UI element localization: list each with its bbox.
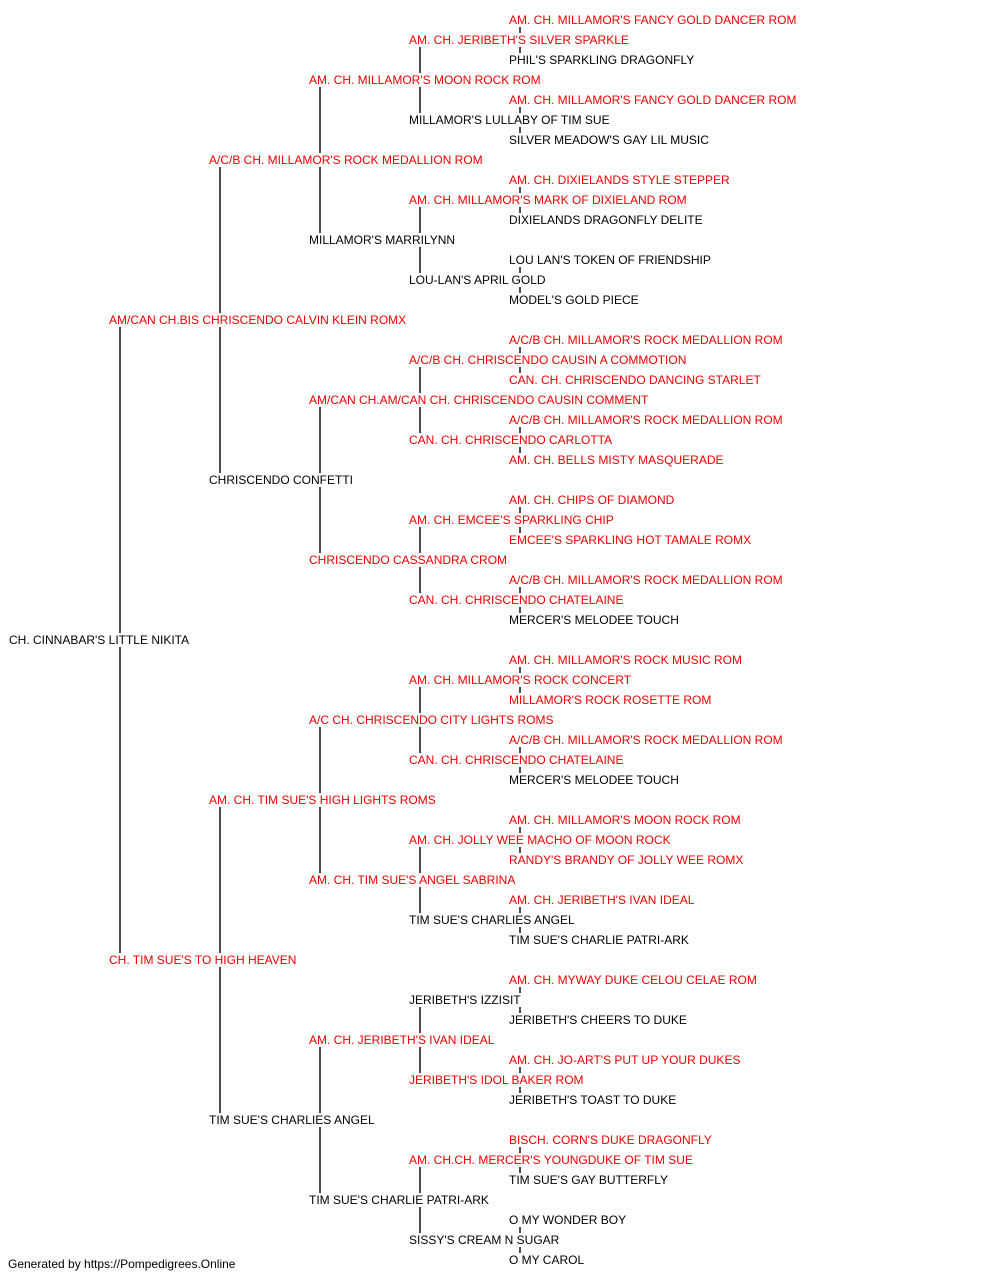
generated-by-footer: Generated by https://Pompedigrees.Online bbox=[8, 1257, 236, 1271]
undefined-sire-name: AM. CH. MILLAMOR'S FANCY GOLD DANCER ROM bbox=[508, 13, 798, 27]
great-great-grandparent-dam-name: CAN. CH. CHRISCENDO CHATELAINE bbox=[408, 593, 625, 607]
great-grandparent-sire-name: AM/CAN CH.AM/CAN CH. CHRISCENDO CAUSIN C… bbox=[308, 393, 650, 407]
undefined-sire-name: AM. CH. CHIPS OF DIAMOND bbox=[508, 493, 676, 507]
undefined-dam-name: EMCEE'S SPARKLING HOT TAMALE ROMX bbox=[508, 533, 753, 547]
undefined-sire-name: AM. CH. MILLAMOR'S MOON ROCK ROM bbox=[508, 813, 742, 827]
great-great-grandparent-sire-name: AM. CH. MILLAMOR'S MARK OF DIXIELAND ROM bbox=[408, 193, 688, 207]
undefined-sire-name: BISCH. CORN'S DUKE DRAGONFLY bbox=[508, 1133, 713, 1147]
undefined-dam-name: MERCER'S MELODEE TOUCH bbox=[508, 773, 680, 787]
undefined-dam-name: MILLAMOR'S ROCK ROSETTE ROM bbox=[508, 693, 713, 707]
great-great-grandparent-dam-name: MILLAMOR'S LULLABY OF TIM SUE bbox=[408, 113, 611, 127]
undefined-dam-name: PHIL'S SPARKLING DRAGONFLY bbox=[508, 53, 696, 67]
undefined-dam-name: MODEL'S GOLD PIECE bbox=[508, 293, 640, 307]
great-great-grandparent-dam-name: CAN. CH. CHRISCENDO CHATELAINE bbox=[408, 753, 625, 767]
undefined-sire-name: A/C/B CH. MILLAMOR'S ROCK MEDALLION ROM bbox=[508, 733, 784, 747]
grandparent-sire-name: A/C/B CH. MILLAMOR'S ROCK MEDALLION ROM bbox=[208, 153, 484, 167]
undefined-sire-name: A/C/B CH. MILLAMOR'S ROCK MEDALLION ROM bbox=[508, 413, 784, 427]
undefined-sire-name: AM. CH. JERIBETH'S IVAN IDEAL bbox=[508, 893, 696, 907]
great-grandparent-dam-name: CHRISCENDO CASSANDRA CROM bbox=[308, 553, 509, 567]
undefined-dam-name: O MY CAROL bbox=[508, 1253, 586, 1267]
great-great-grandparent-dam-name: SISSY'S CREAM N SUGAR bbox=[408, 1233, 561, 1247]
undefined-dam-name: TIM SUE'S CHARLIE PATRI-ARK bbox=[508, 933, 690, 947]
undefined-dam-name: SILVER MEADOW'S GAY LIL MUSIC bbox=[508, 133, 710, 147]
great-great-grandparent-sire-name: AM. CH.CH. MERCER'S YOUNGDUKE OF TIM SUE bbox=[408, 1153, 694, 1167]
undefined-dam-name: RANDY'S BRANDY OF JOLLY WEE ROMX bbox=[508, 853, 745, 867]
grandparent-dam-name: TIM SUE'S CHARLIES ANGEL bbox=[208, 1113, 376, 1127]
dog-name: CH. CINNABAR'S LITTLE NIKITA bbox=[8, 633, 191, 647]
undefined-dam-name: MERCER'S MELODEE TOUCH bbox=[508, 613, 680, 627]
great-grandparent-sire-name: AM. CH. JERIBETH'S IVAN IDEAL bbox=[308, 1033, 496, 1047]
great-grandparent-sire-name: A/C CH. CHRISCENDO CITY LIGHTS ROMS bbox=[308, 713, 555, 727]
undefined-dam-name: TIM SUE'S GAY BUTTERFLY bbox=[508, 1173, 669, 1187]
great-great-grandparent-sire-name: AM. CH. MILLAMOR'S ROCK CONCERT bbox=[408, 673, 633, 687]
undefined-sire-name: A/C/B CH. MILLAMOR'S ROCK MEDALLION ROM bbox=[508, 573, 784, 587]
great-grandparent-dam-name: AM. CH. TIM SUE'S ANGEL SABRINA bbox=[308, 873, 517, 887]
parent-dam-name: CH. TIM SUE'S TO HIGH HEAVEN bbox=[108, 953, 298, 967]
undefined-dam-name: JERIBETH'S CHEERS TO DUKE bbox=[508, 1013, 688, 1027]
great-grandparent-dam-name: MILLAMOR'S MARRILYNN bbox=[308, 233, 457, 247]
undefined-sire-name: AM. CH. MILLAMOR'S FANCY GOLD DANCER ROM bbox=[508, 93, 798, 107]
great-great-grandparent-dam-name: JERIBETH'S IDOL BAKER ROM bbox=[408, 1073, 585, 1087]
great-great-grandparent-dam-name: CAN. CH. CHRISCENDO CARLOTTA bbox=[408, 433, 614, 447]
undefined-sire-name: AM. CH. MILLAMOR'S ROCK MUSIC ROM bbox=[508, 653, 743, 667]
undefined-sire-name: AM. CH. JO-ART'S PUT UP YOUR DUKES bbox=[508, 1053, 742, 1067]
undefined-sire-name: O MY WONDER BOY bbox=[508, 1213, 628, 1227]
undefined-sire-name: LOU LAN'S TOKEN OF FRIENDSHIP bbox=[508, 253, 712, 267]
grandparent-dam-name: CHRISCENDO CONFETTI bbox=[208, 473, 354, 487]
great-great-grandparent-sire-name: A/C/B CH. CHRISCENDO CAUSIN A COMMOTION bbox=[408, 353, 688, 367]
great-great-grandparent-sire-name: JERIBETH'S IZZISIT bbox=[408, 993, 522, 1007]
undefined-dam-name: CAN. CH. CHRISCENDO DANCING STARLET bbox=[508, 373, 762, 387]
great-great-grandparent-sire-name: AM. CH. JOLLY WEE MACHO OF MOON ROCK bbox=[408, 833, 672, 847]
great-great-grandparent-dam-name: TIM SUE'S CHARLIES ANGEL bbox=[408, 913, 576, 927]
parent-sire-name: AM/CAN CH.BIS CHRISCENDO CALVIN KLEIN RO… bbox=[108, 313, 408, 327]
great-great-grandparent-sire-name: AM. CH. EMCEE'S SPARKLING CHIP bbox=[408, 513, 615, 527]
undefined-sire-name: AM. CH. DIXIELANDS STYLE STEPPER bbox=[508, 173, 731, 187]
undefined-sire-name: A/C/B CH. MILLAMOR'S ROCK MEDALLION ROM bbox=[508, 333, 784, 347]
undefined-dam-name: JERIBETH'S TOAST TO DUKE bbox=[508, 1093, 678, 1107]
undefined-dam-name: DIXIELANDS DRAGONFLY DELITE bbox=[508, 213, 704, 227]
great-great-grandparent-sire-name: AM. CH. JERIBETH'S SILVER SPARKLE bbox=[408, 33, 630, 47]
grandparent-sire-name: AM. CH. TIM SUE'S HIGH LIGHTS ROMS bbox=[208, 793, 437, 807]
great-grandparent-sire-name: AM. CH. MILLAMOR'S MOON ROCK ROM bbox=[308, 73, 542, 87]
undefined-sire-name: AM. CH. MYWAY DUKE CELOU CELAE ROM bbox=[508, 973, 758, 987]
undefined-dam-name: AM. CH. BELLS MISTY MASQUERADE bbox=[508, 453, 725, 467]
great-grandparent-dam-name: TIM SUE'S CHARLIE PATRI-ARK bbox=[308, 1193, 490, 1207]
great-great-grandparent-dam-name: LOU-LAN'S APRIL GOLD bbox=[408, 273, 547, 287]
